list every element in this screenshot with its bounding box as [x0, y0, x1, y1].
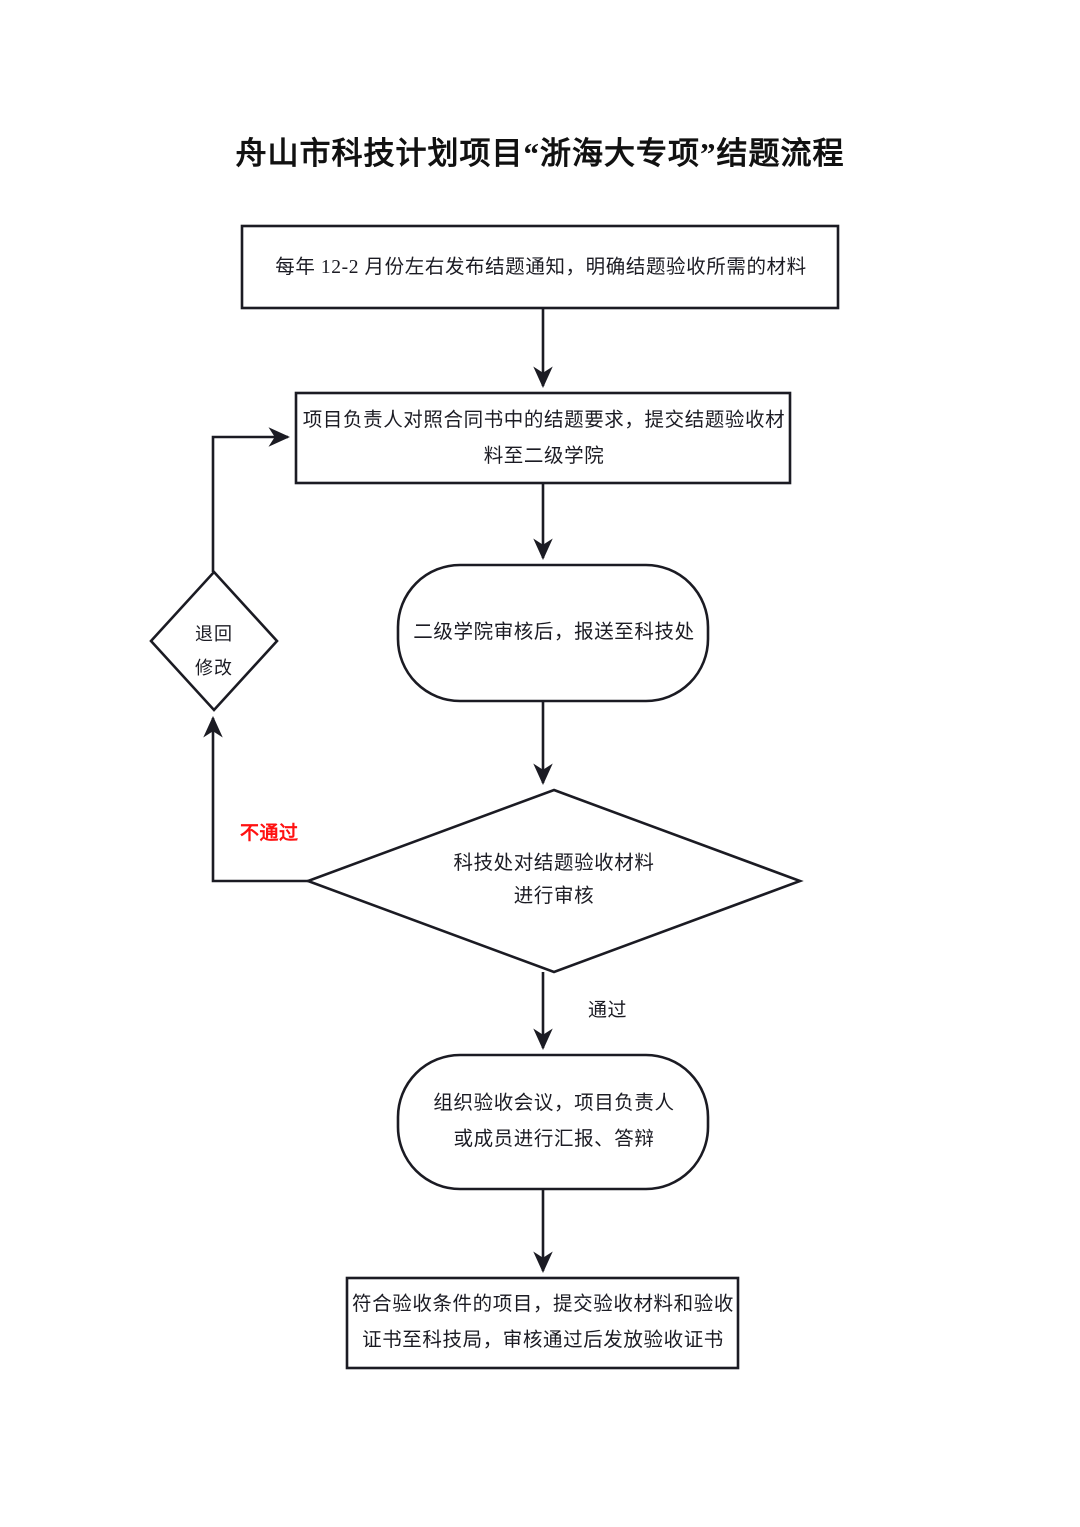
node-diamond-return-revise — [149, 570, 279, 712]
node-diamond-dept-review — [304, 788, 804, 974]
edge-n5-n4-fail — [203, 716, 308, 883]
node-rect-notice — [240, 224, 840, 310]
edge-n4-n2-return — [211, 427, 290, 572]
edge-label-pass: 通过 — [588, 1000, 628, 1021]
node-rounded-acceptance-meeting — [396, 1053, 710, 1191]
node-rounded-college-review — [396, 563, 710, 703]
page-title: 舟山市科技计划项目“浙海大专项”结题流程 — [235, 136, 845, 171]
node-rect-submit — [294, 391, 792, 485]
edge-label-fail: 不通过 — [240, 823, 299, 844]
node-rect-certificate — [345, 1276, 740, 1370]
